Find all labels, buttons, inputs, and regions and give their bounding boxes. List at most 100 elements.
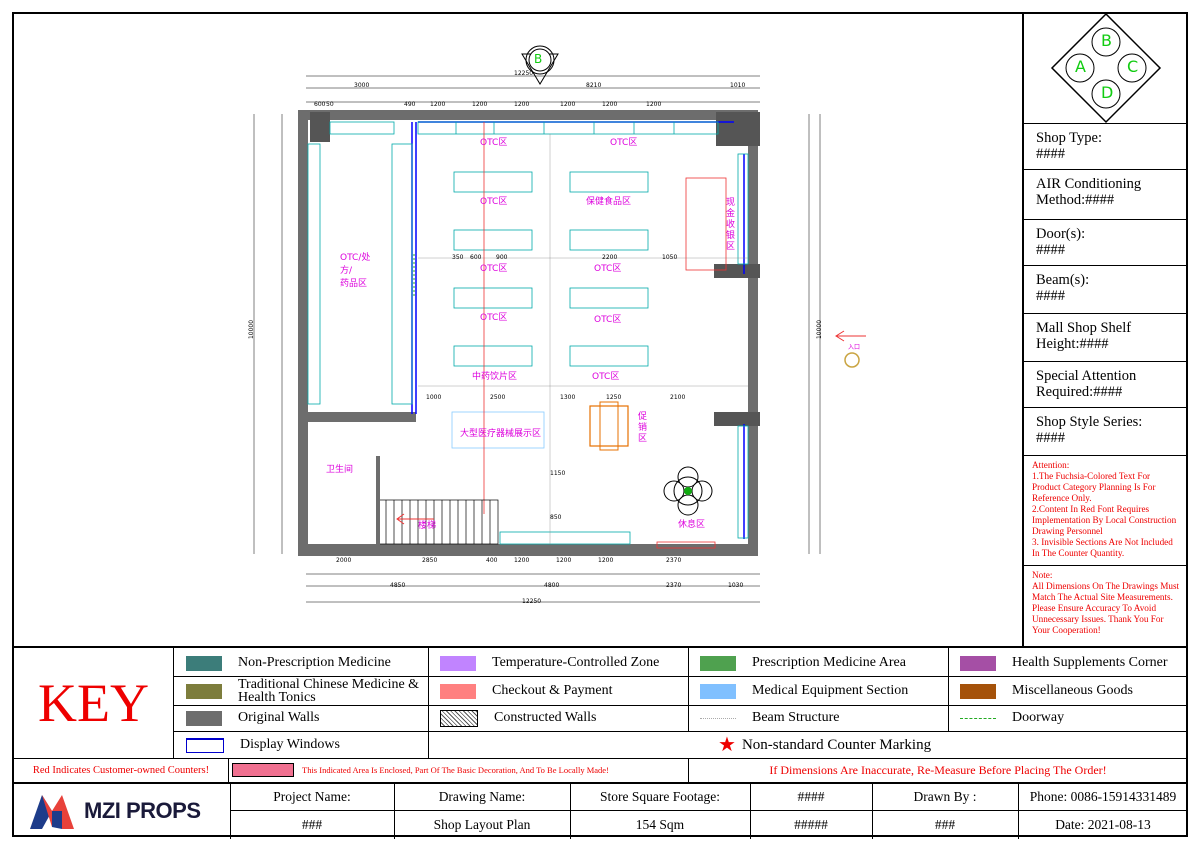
compass-label-d: D [1101, 83, 1114, 102]
dim-top2-2: 490 [404, 101, 416, 108]
enclosed-area-notice: This Indicated Area Is Enclosed, Part Of… [302, 765, 609, 775]
compass-icon [1050, 12, 1162, 124]
compass-label-a: A [1075, 57, 1086, 76]
dim-bottom-3: 1200 [514, 557, 530, 564]
shop-type-field: Shop Type: #### [1024, 124, 1188, 170]
ac-method-value: #### [1085, 192, 1115, 208]
swatch-health-supplements [960, 655, 996, 671]
attention-notes: Attention: 1.The Fuchsia-Colored Text Fo… [1024, 456, 1188, 566]
legend-label: Beam Structure [752, 710, 840, 725]
swatch-medical-equipment [700, 683, 736, 699]
label-otc-1: OTC区 [480, 138, 508, 148]
shelf-height-label: Mall Shop Shelf Height: [1036, 320, 1132, 352]
label-otc-4: OTC区 [480, 264, 508, 274]
swatch-doorway [960, 717, 996, 719]
legend-checkout: Checkout & Payment [440, 678, 613, 704]
company-logo: MZI PROPS [28, 788, 228, 834]
legend-label: Temperature-Controlled Zone [492, 655, 660, 670]
label-zhongyao: 中药饮片区 [472, 372, 518, 382]
dim-mid-5: 850 [550, 514, 562, 521]
label-baojian: 保健食品区 [586, 197, 632, 207]
label-chufang: OTC/处方/ 药品区 [340, 253, 371, 289]
shop-type-label: Shop Type: [1036, 130, 1102, 146]
label-yiliao: 大型医疗器械展示区 [460, 429, 542, 439]
floor-plan: B OTC区 OTC区 OTC区 保健食品区 OTC区 OTC区 OTC区 OT… [14, 14, 1022, 646]
dim-mid-10: 2200 [602, 254, 618, 261]
label-otc-5: OTC区 [594, 264, 622, 274]
legend-label: Non-standard Counter Marking [741, 737, 932, 753]
dim-bottom-4: 1200 [556, 557, 572, 564]
dim-mid-3: 1250 [606, 394, 622, 401]
shelf-height-value: #### [1079, 336, 1109, 352]
enclosed-area-swatch [232, 763, 294, 777]
compass-rose: B A C D [1024, 12, 1188, 124]
legend-doorway: Doorway [960, 705, 1064, 731]
dim-right-total: 10000 [816, 319, 824, 340]
sqft-label: Store Square Footage: [600, 789, 720, 804]
doors-value: #### [1036, 242, 1065, 258]
dim-top2-7: 1200 [602, 101, 618, 108]
legend-health-supplements: Health Supplements Corner [960, 650, 1168, 676]
special-attention-field: Special Attention Required:#### [1024, 362, 1188, 408]
dim-top2-8: 1200 [646, 101, 662, 108]
label-louti: 楼梯 [418, 521, 437, 531]
swatch-tcm [186, 683, 222, 699]
label-shouyin: 现金收银区 [726, 198, 736, 252]
label-otc-8: OTC区 [592, 372, 620, 382]
dim-mid-9: 600 [470, 254, 482, 261]
legend-label: Traditional Chinese Medicine & Health To… [238, 677, 420, 705]
drawn-by-label: Drawn By : [913, 789, 977, 804]
logo-text: MZI PROPS [84, 798, 201, 823]
special-attention-value: #### [1093, 384, 1123, 400]
dim-top2-5: 1200 [514, 101, 530, 108]
dim-mid-1: 2500 [490, 394, 506, 401]
doors-field: Door(s): #### [1024, 220, 1188, 266]
dim-top-0: 3000 [354, 82, 370, 89]
dim-top-1: 8210 [586, 82, 602, 89]
dim-mid-11: 1050 [662, 254, 678, 261]
swatch-non-prescription [186, 655, 222, 671]
swatch-beam [700, 717, 736, 719]
swatch-misc-goods [960, 683, 996, 699]
swatch-prescription [700, 655, 736, 671]
dim-bottom-5: 1200 [598, 557, 614, 564]
legend-label: Constructed Walls [494, 710, 597, 725]
beams-label: Beam(s): [1036, 272, 1090, 288]
dim-bottom-total: 12250 [522, 598, 542, 605]
dim-top-2: 1010 [730, 82, 746, 89]
info-sidebar: B A C D Shop Type: #### AIR Conditioning… [1022, 12, 1188, 646]
customer-owned-notice: Red Indicates Customer-owned Counters! [32, 764, 210, 776]
legend-label: Non-Prescription Medicine [238, 655, 391, 670]
dim-bottom-1: 2850 [422, 557, 438, 564]
dim-bottom-6: 2370 [666, 557, 682, 564]
project-name-label: Project Name: [273, 789, 351, 804]
drawing-name-value: Shop Layout Plan [433, 817, 531, 832]
mzi-logo-icon [30, 795, 74, 829]
legend-tcm: Traditional Chinese Medicine & Health To… [186, 677, 434, 705]
shop-type-value: #### [1036, 146, 1065, 162]
legend-label: Display Windows [240, 737, 340, 752]
swatch-constructed-walls [440, 709, 478, 727]
dim-top2-4: 1200 [472, 101, 488, 108]
drawing-frame [12, 12, 1188, 837]
ac-method-label: AIR Conditioning Method: [1036, 176, 1142, 208]
label-otc-7: OTC区 [594, 315, 622, 325]
doors-label: Door(s): [1036, 226, 1086, 242]
beams-field: Beam(s): #### [1024, 266, 1188, 314]
legend-area: KEY Non-Prescription Medicine Temperatur… [14, 646, 1188, 839]
legend-medical-equipment: Medical Equipment Section [700, 678, 908, 704]
legend-nonstandard-counter: ★ Non-standard Counter Marking [718, 732, 931, 758]
dim-left-total: 10000 [248, 319, 256, 340]
legend-label: Health Supplements Corner [1012, 655, 1168, 670]
legend-prescription: Prescription Medicine Area [700, 650, 906, 676]
legend-label: Doorway [1012, 710, 1065, 725]
legend-label: Medical Equipment Section [752, 683, 909, 698]
style-series-value: #### [1036, 430, 1065, 446]
project-name-value: ### [301, 817, 323, 832]
compass-label-b: B [1101, 31, 1112, 50]
legend-label: Checkout & Payment [492, 683, 613, 698]
shelf-height-field: Mall Shop Shelf Height:#### [1024, 314, 1188, 362]
drawing-name-label: Drawing Name: [438, 789, 526, 804]
beams-value: #### [1036, 288, 1065, 304]
legend-label: Original Walls [238, 710, 320, 725]
